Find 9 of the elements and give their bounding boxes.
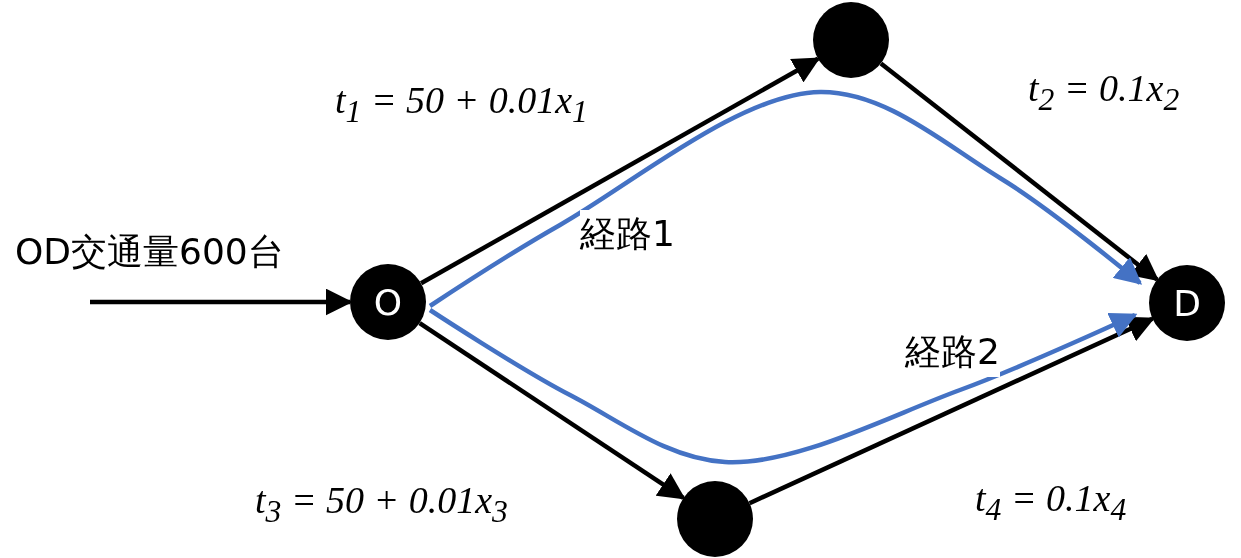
- node-label: D: [1173, 282, 1201, 324]
- route-arrow: [428, 89, 1143, 308]
- arrow: [419, 56, 821, 286]
- node-label: O: [373, 281, 403, 323]
- empty-node-circle: [677, 481, 753, 557]
- arrow: [879, 61, 1160, 282]
- arrow: [748, 316, 1155, 506]
- arrow: [418, 321, 686, 500]
- route-arrow: [428, 308, 1138, 465]
